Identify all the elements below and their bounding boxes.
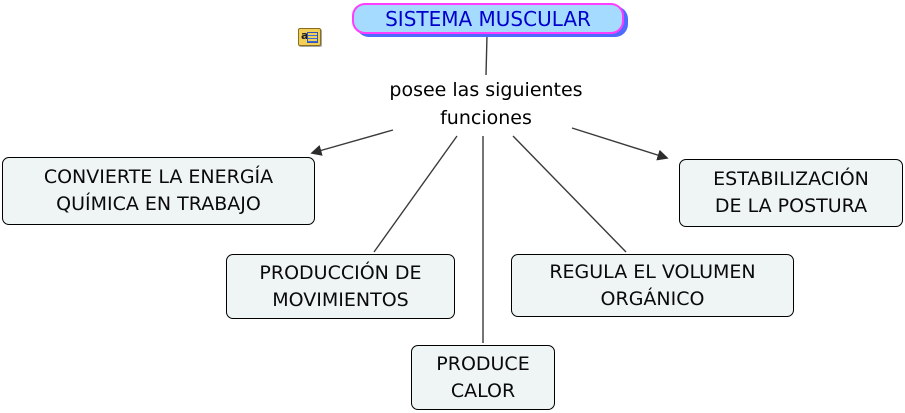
node-estabilizacion-postura[interactable]: ESTABILIZACIÓN DE LA POSTURA	[679, 159, 903, 227]
annotation-icon-lines	[307, 32, 318, 43]
node-sistema-muscular[interactable]: SISTEMA MUSCULAR	[352, 3, 624, 34]
edge-title-to-linking	[485, 34, 488, 76]
edge-to-regula	[512, 135, 627, 253]
edge-to-produccion	[373, 135, 458, 253]
node-convierte-energia[interactable]: CONVIERTE LA ENERGÍA QUÍMICA EN TRABAJO	[2, 157, 315, 225]
edge-to-convierte	[310, 129, 394, 156]
node-produce-calor[interactable]: PRODUCE CALOR	[411, 345, 555, 410]
edge-to-estabilizacion	[571, 127, 669, 161]
linking-phrase[interactable]: posee las siguientes funciones	[389, 79, 583, 129]
node-produccion-movimientos[interactable]: PRODUCCIÓN DE MOVIMIENTOS	[226, 254, 455, 319]
annotation-icon-letter: a	[301, 29, 309, 42]
annotation-icon[interactable]: a	[298, 28, 321, 46]
node-regula-volumen[interactable]: REGULA EL VOLUMEN ORGÁNICO	[511, 254, 794, 317]
